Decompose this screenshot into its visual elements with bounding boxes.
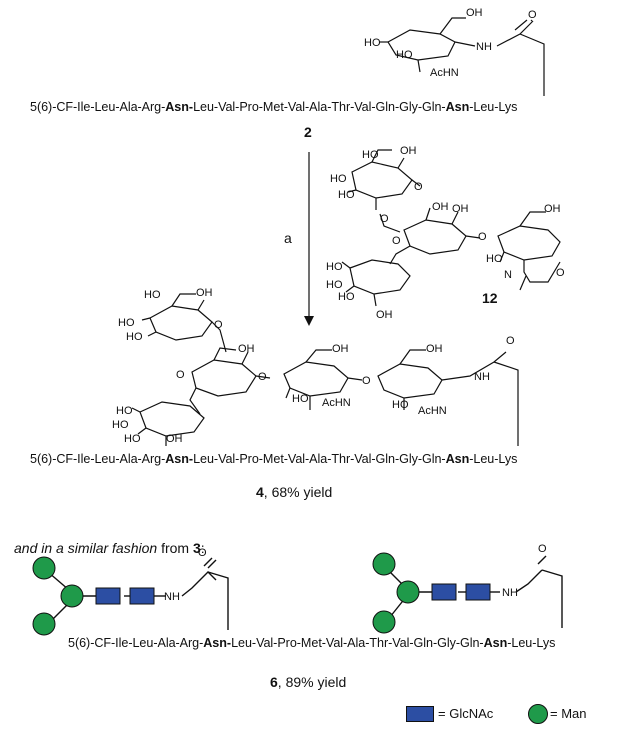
atom-label: NH (474, 371, 490, 383)
seq-asn1: Asn- (165, 452, 194, 466)
atom-label: OH (466, 7, 483, 19)
atom-label: HO (338, 291, 355, 303)
atom-label: OH (400, 145, 417, 157)
compound-4-yield: 4, 68% yield (256, 484, 332, 500)
atom-label: OH (544, 203, 561, 215)
atom-label: O (392, 235, 401, 247)
atom-label: NH (502, 587, 518, 599)
seq-suffix: -Leu-Lys (469, 100, 518, 114)
glcnac-legend-icon (406, 706, 434, 722)
atom-label: HO (338, 189, 355, 201)
glcnac-square (129, 587, 155, 605)
man-legend-icon (528, 704, 548, 724)
atom-label: HO (292, 393, 309, 405)
atom-label: AcHN (322, 397, 351, 409)
atom-label: OH (432, 201, 449, 213)
glcnac-legend-label: = GlcNAc (438, 706, 494, 721)
peptide-sequence-6: 5(6)-CF-Ile-Leu-Ala-Arg-Asn-Leu-Val-Pro-… (68, 636, 555, 650)
atom-label: OH (332, 343, 349, 355)
similar-colon: : (200, 540, 205, 556)
seq-asn2: Asn (445, 452, 470, 466)
man-circle (32, 612, 56, 636)
atom-label: HO (118, 317, 135, 329)
atom-label: HO (112, 419, 129, 431)
atom-label: HO (126, 331, 143, 343)
similar-italic: and in a similar fashion (14, 540, 158, 556)
atom-label: O (176, 369, 185, 381)
seq-asn1: Asn- (203, 636, 232, 650)
atom-label: OH (166, 433, 183, 445)
man-legend-label: = Man (550, 706, 587, 721)
similar-fashion-text: and in a similar fashion from 3: (14, 540, 205, 556)
compound-6-yield-text: , 89% yield (277, 674, 347, 690)
atom-label: O (538, 543, 547, 555)
atom-label: O (362, 375, 371, 387)
glcnac-square (95, 587, 121, 605)
compound-4-yield-text: , 68% yield (263, 484, 333, 500)
seq-prefix: 5(6)-CF-Ile-Leu-Ala-Arg- (68, 636, 204, 650)
glcnac-square (431, 583, 457, 601)
atom-label: O (478, 231, 487, 243)
atom-label: HO (486, 253, 503, 265)
seq-suffix: -Leu-Lys (507, 636, 556, 650)
man-circle (60, 584, 84, 608)
atom-label: O (198, 547, 207, 559)
seq-middle: Leu-Val-Pro-Met-Val-Ala-Thr-Val-Gln-Gly-… (231, 636, 484, 650)
atom-label: HO (326, 261, 343, 273)
atom-label: HO (144, 289, 161, 301)
man-circle (372, 610, 396, 634)
seq-asn2: Asn (483, 636, 508, 650)
seq-asn2: Asn (445, 100, 470, 114)
man-circle (396, 580, 420, 604)
man-circle (32, 556, 56, 580)
similar-rest: from (157, 540, 193, 556)
atom-label: HO (392, 399, 409, 411)
atom-label: OH (452, 203, 469, 215)
seq-prefix: 5(6)-CF-Ile-Leu-Ala-Arg- (30, 100, 166, 114)
compound-2-label: 2 (304, 124, 312, 140)
atom-label: OH (196, 287, 213, 299)
atom-label: O (214, 319, 223, 331)
compound-12-label: 12 (482, 290, 498, 306)
peptide-sequence-4: 5(6)-CF-Ile-Leu-Ala-Arg-Asn-Leu-Val-Pro-… (30, 452, 517, 466)
seq-middle: Leu-Val-Pro-Met-Val-Ala-Thr-Val-Gln-Gly-… (193, 452, 446, 466)
atom-label: OH (238, 343, 255, 355)
atom-label: NH (476, 41, 492, 53)
reagent-label: a (284, 230, 292, 246)
atom-label: HO (124, 433, 141, 445)
seq-prefix: 5(6)-CF-Ile-Leu-Ala-Arg- (30, 452, 166, 466)
compound-6-yield: 6, 89% yield (270, 674, 346, 690)
atom-label: HO (364, 37, 381, 49)
atom-label: O (414, 181, 423, 193)
glcnac-square (465, 583, 491, 601)
atom-label: HO (362, 149, 379, 161)
compound-4-number: 4 (256, 484, 264, 500)
man-circle (372, 552, 396, 576)
atom-label: HO (116, 405, 133, 417)
seq-asn1: Asn- (165, 100, 194, 114)
atom-label: OH (426, 343, 443, 355)
peptide-sequence-2: 5(6)-CF-Ile-Leu-Ala-Arg-Asn-Leu-Val-Pro-… (30, 100, 517, 114)
atom-label: HO (326, 279, 343, 291)
atom-label: HO (330, 173, 347, 185)
atom-label: HO (396, 49, 413, 61)
compound-6-number: 6 (270, 674, 278, 690)
seq-middle: Leu-Val-Pro-Met-Val-Ala-Thr-Val-Gln-Gly-… (193, 100, 446, 114)
atom-label: N (504, 269, 512, 281)
atom-label: O (506, 335, 515, 347)
atom-label: AcHN (430, 67, 459, 79)
seq-suffix: -Leu-Lys (469, 452, 518, 466)
atom-label: O (528, 9, 537, 21)
atom-label: O (258, 371, 267, 383)
atom-label: AcHN (418, 405, 447, 417)
atom-label: O (556, 267, 565, 279)
atom-label: OH (376, 309, 393, 321)
similar-ref: 3 (192, 540, 201, 556)
atom-label: NH (164, 591, 180, 603)
atom-label: O (380, 213, 389, 225)
